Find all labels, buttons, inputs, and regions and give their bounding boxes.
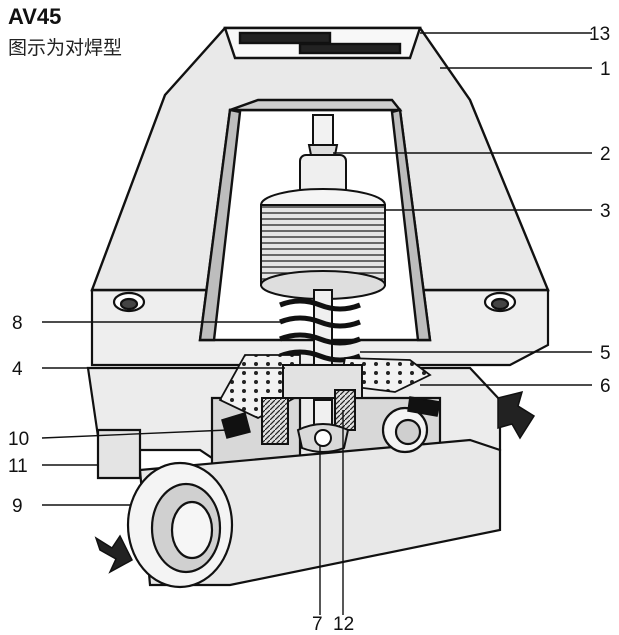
leader-10 xyxy=(41,429,229,439)
callout-6: 6 xyxy=(600,376,611,397)
callout-5: 5 xyxy=(600,343,611,364)
valve-head xyxy=(296,399,350,453)
gaskets xyxy=(221,396,441,439)
outlet-flow-arrow xyxy=(497,390,536,440)
callout-8: 8 xyxy=(12,313,23,334)
inlet-flow-arrow xyxy=(94,534,133,574)
diagram-caption: 图示为对焊型 xyxy=(8,37,123,59)
callout-13: 13 xyxy=(589,24,610,45)
callout-7: 7 xyxy=(312,614,323,635)
callout-9: 9 xyxy=(12,496,23,517)
callout-labels: 13 1 2 3 8 5 4 6 10 11 9 7 12 xyxy=(8,24,611,635)
callout-12: 12 xyxy=(333,614,354,635)
callout-4: 4 xyxy=(12,359,23,380)
flow-arrows xyxy=(94,390,536,574)
callout-11: 11 xyxy=(8,456,28,477)
callout-1: 1 xyxy=(600,59,611,80)
callout-3: 3 xyxy=(600,201,611,222)
leader-lines xyxy=(41,32,592,615)
valve-seat xyxy=(261,364,363,445)
callout-10: 10 xyxy=(8,429,29,450)
model-title: AV45 xyxy=(8,4,62,29)
capsule-stack xyxy=(260,188,386,300)
callout-2: 2 xyxy=(600,144,611,165)
valve-body xyxy=(86,366,502,589)
